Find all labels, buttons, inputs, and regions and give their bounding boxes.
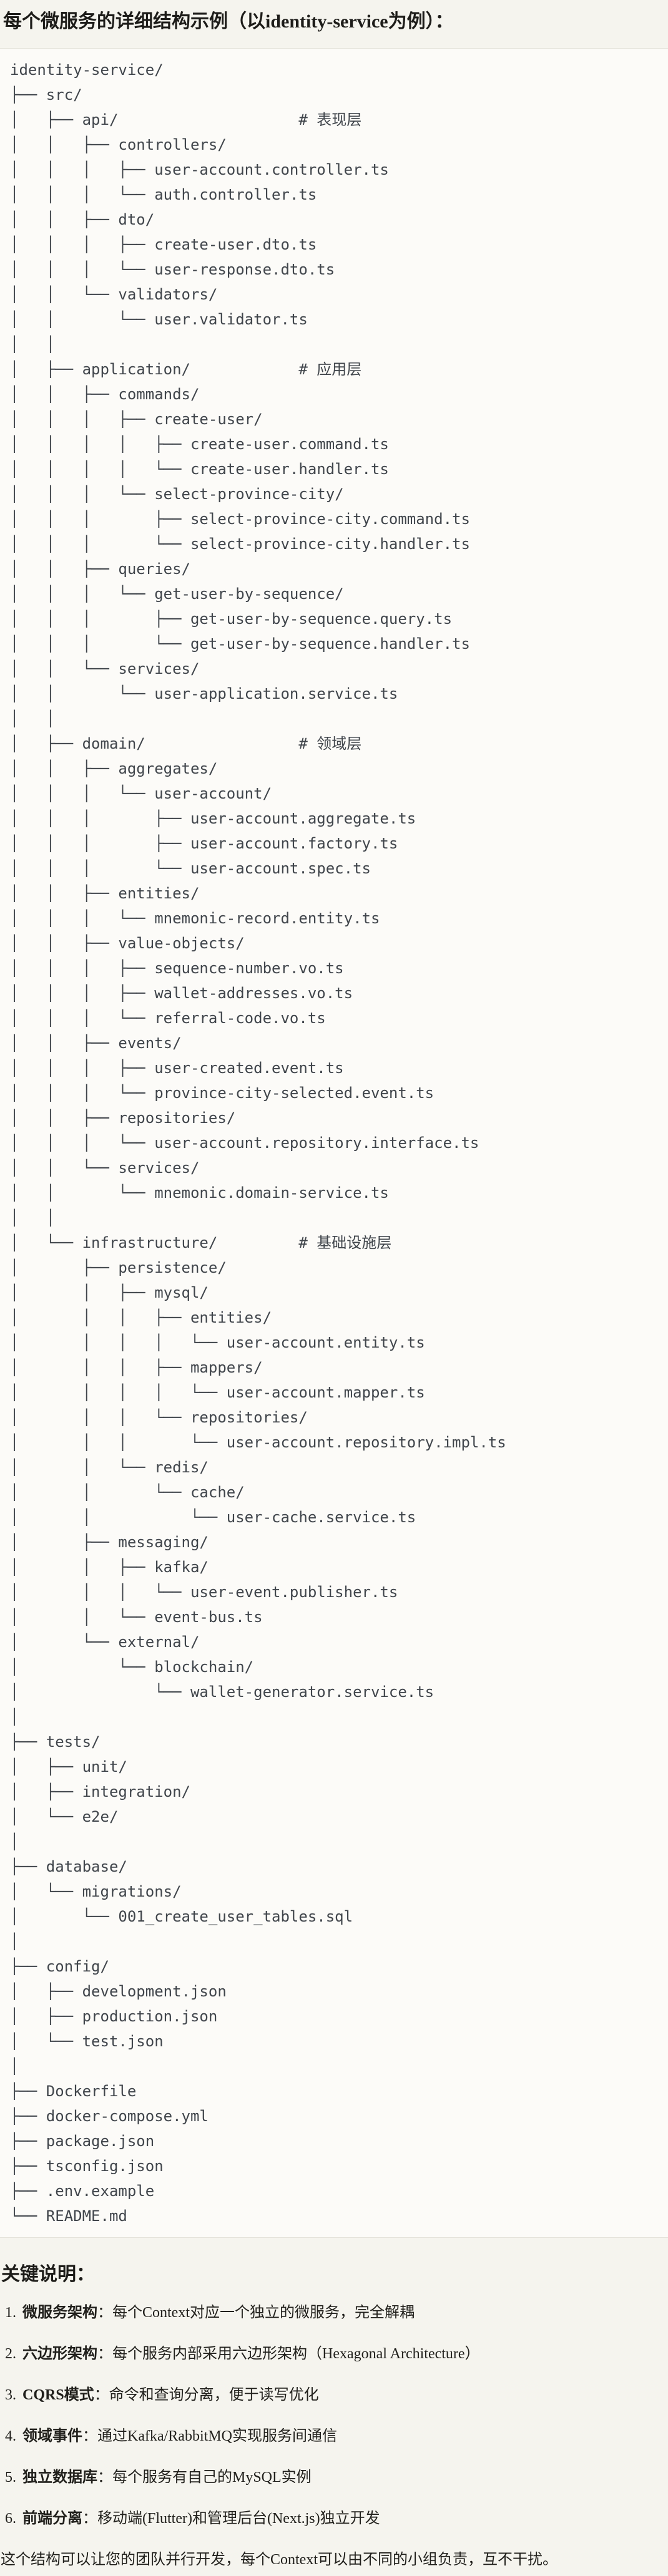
note-description: ：移动端(Flutter)和管理后台(Next.js)独立开发 (82, 2510, 380, 2527)
note-number: 1. (5, 2305, 16, 2321)
note-term: 前端分离 (22, 2510, 82, 2527)
note-text: 领域事件：通过Kafka/RabbitMQ实现服务间通信 (22, 2426, 337, 2446)
directory-tree: identity-service/ ├── src/ │ ├── api/ # … (10, 61, 506, 2225)
note-term: 微服务架构 (22, 2305, 97, 2321)
note-item: 2. 六边形架构：每个服务内部采用六边形架构（Hexagonal Archite… (5, 2344, 668, 2364)
note-number: 5. (5, 2469, 16, 2486)
note-item: 3. CQRS模式：命令和查询分离，便于读写优化 (5, 2385, 668, 2405)
note-number: 2. (5, 2346, 16, 2362)
note-item: 6. 前端分离：移动端(Flutter)和管理后台(Next.js)独立开发 (5, 2509, 668, 2529)
note-description: ：每个Context对应一个独立的微服务，完全解耦 (97, 2305, 415, 2321)
note-text: 独立数据库：每个服务有自己的MySQL实例 (22, 2467, 312, 2487)
note-term: 六边形架构 (22, 2346, 97, 2362)
notes-list: 1. 微服务架构：每个Context对应一个独立的微服务，完全解耦 2. 六边形… (0, 2303, 668, 2529)
note-term: 领域事件 (22, 2428, 82, 2444)
directory-tree-code-block: identity-service/ ├── src/ │ ├── api/ # … (0, 48, 668, 2238)
note-number: 3. (5, 2387, 16, 2403)
note-number: 4. (5, 2428, 16, 2444)
note-text: 微服务架构：每个Context对应一个独立的微服务，完全解耦 (22, 2303, 415, 2323)
note-item: 1. 微服务架构：每个Context对应一个独立的微服务，完全解耦 (5, 2303, 668, 2323)
note-number: 6. (5, 2510, 16, 2527)
note-description: ：命令和查询分离，便于读写优化 (94, 2387, 319, 2403)
note-text: CQRS模式：命令和查询分离，便于读写优化 (22, 2385, 319, 2405)
closing-paragraph: 这个结构可以让您的团队并行开发，每个Context可以由不同的小组负责，互不干扰… (1, 2552, 557, 2568)
notes-heading: 关键说明： (1, 2264, 95, 2285)
page-title: 每个微服务的详细结构示例（以identity-service为例）： (3, 11, 454, 32)
note-text: 六边形架构：每个服务内部采用六边形架构（Hexagonal Architectu… (22, 2344, 480, 2364)
note-description: ：每个服务有自己的MySQL实例 (97, 2469, 312, 2486)
note-description: ：每个服务内部采用六边形架构（Hexagonal Architecture） (97, 2346, 480, 2362)
note-text: 前端分离：移动端(Flutter)和管理后台(Next.js)独立开发 (22, 2509, 380, 2529)
note-term: 独立数据库 (22, 2469, 97, 2486)
note-description: ：通过Kafka/RabbitMQ实现服务间通信 (82, 2428, 337, 2444)
note-item: 4. 领域事件：通过Kafka/RabbitMQ实现服务间通信 (5, 2426, 668, 2446)
note-item: 5. 独立数据库：每个服务有自己的MySQL实例 (5, 2467, 668, 2487)
note-term: CQRS模式 (22, 2387, 94, 2403)
document-page: 每个微服务的详细结构示例（以identity-service为例）： ident… (0, 7, 668, 2570)
